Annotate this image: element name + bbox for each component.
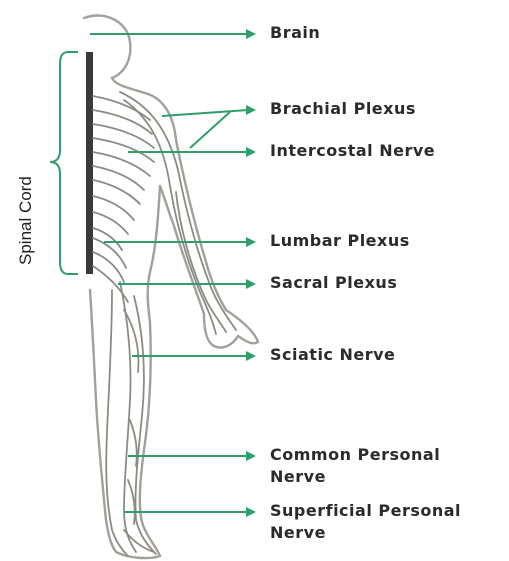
arrowhead-sciatic-nerve: [246, 351, 256, 361]
nerve-rib-7: [93, 180, 140, 204]
arrowhead-sacral-plexus: [246, 279, 256, 289]
arrowhead-superficial-personal-nerve: [246, 507, 256, 517]
arrowhead-common-personal-nerve: [246, 451, 256, 461]
label-sciatic-nerve: Sciatic Nerve: [270, 344, 395, 366]
arrowhead-brain: [246, 29, 256, 39]
label-common-personal-nerve-line1: Common Personal: [270, 444, 440, 466]
body-figure: [84, 15, 258, 558]
label-common-personal-nerve-line2: Nerve: [270, 466, 326, 488]
arrow-brachial-plexus-b: [190, 112, 230, 148]
arrow-brachial-plexus-a: [162, 110, 248, 116]
nerve-foot: [124, 530, 154, 552]
nerve-rib-6: [93, 166, 144, 190]
nerve-rib-8: [93, 196, 134, 220]
leg-inner-outline: [90, 290, 106, 520]
label-lumbar-plexus: Lumbar Plexus: [270, 230, 410, 252]
label-superficial-personal-nerve-line2: Nerve: [270, 522, 326, 544]
nerve-leg-outer: [134, 296, 156, 554]
arrowhead-lumbar-plexus: [246, 237, 256, 247]
nerve-rib-5: [93, 152, 150, 176]
label-brachial-plexus: Brachial Plexus: [270, 98, 416, 120]
torso-outline: [148, 186, 160, 322]
spinal-cord-label: Spinal Cord: [16, 176, 36, 265]
arrowhead-intercostal-nerve: [246, 147, 256, 157]
nerve-network: [93, 92, 236, 556]
neck-outline: [112, 78, 148, 94]
label-brain: Brain: [270, 22, 320, 44]
spinal-cord-bracket: [50, 52, 78, 274]
label-sacral-plexus: Sacral Plexus: [270, 272, 397, 294]
hand-outline: [204, 310, 258, 348]
label-superficial-personal-nerve-line1: Superficial Personal: [270, 500, 461, 522]
arrowhead-brachial-plexus: [246, 105, 256, 115]
spinal-column: [86, 52, 93, 274]
nerve-common-peroneal: [130, 420, 137, 466]
nerve-superficial-peroneal: [128, 480, 135, 524]
label-intercostal-nerve: Intercostal Nerve: [270, 140, 435, 162]
